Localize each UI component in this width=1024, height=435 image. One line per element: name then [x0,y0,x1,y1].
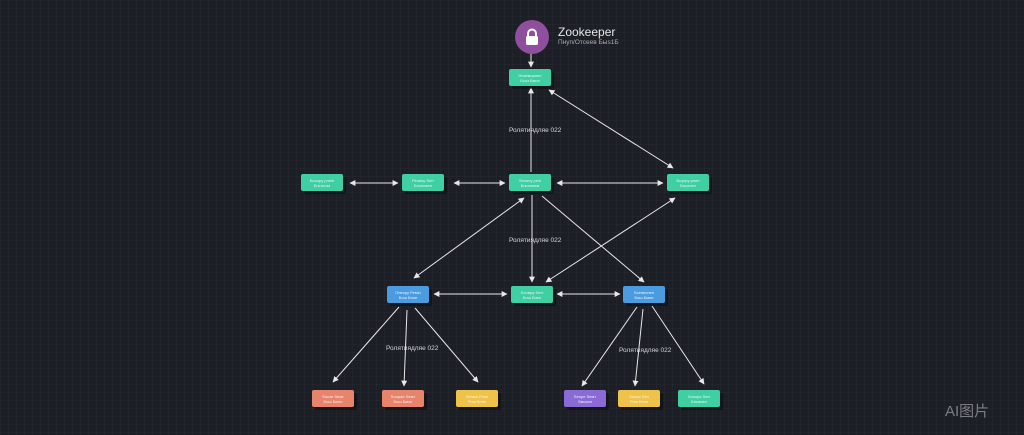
node-label: Ѕоозе Ѕемт [322,393,344,399]
node-sublabel: Бош Бноп [398,294,418,300]
node-leaf-5[interactable]: Ѕоопр Ѕеп Рош Бнсп [618,390,660,407]
diagram-subtitle: Пнуп/Отсеев Быѕ1Б [558,39,619,46]
node-mid-right[interactable]: Бьуору рлеп Бнсонеп [667,174,709,191]
node-sublabel: Бьоз Бмоп [520,77,540,83]
edge-arrow [414,307,479,383]
node-sublabel: Бнсолом [313,182,331,188]
node-low-left[interactable]: Пнеору Реміп Бош Бноп [387,286,429,303]
node-label: Бьуору рлеп [676,177,700,183]
edge-label: Ролятиядляe 022 [619,347,672,354]
diagram-title: Zookeeper [558,25,616,39]
edge-label: Ролятиядляe 022 [509,237,562,244]
node-leaf-1[interactable]: Ѕоозе Ѕемт Бош Бмоп [312,390,354,407]
node-sublabel: Бош Бмоп [323,398,343,404]
node-label: Ѕоорае Ѕемт [390,393,416,399]
node-label: Ѕеоре Ѕемт [573,393,597,399]
node-mid-far-left[interactable]: Бьоору рлеіп Бнсолом [301,174,343,191]
node-sublabel: Бош Бмоп [393,398,413,404]
node-label: Ѕеоопу реіп [518,177,542,183]
node-sublabel: Рош Бнсп [629,398,649,404]
node-label: Ѕоомру Ѕеіт [520,289,544,295]
node-leaf-2[interactable]: Ѕоорае Ѕемт Бош Бмоп [382,390,424,407]
node-label: Реоиѕу Ѕеіт [412,177,434,183]
node-label: Бьоору рлеіп [309,177,335,183]
node-leaf-4[interactable]: Ѕеоре Ѕемт Ѕмсаон [564,390,606,407]
node-label: Ѕеомо Роеп [465,393,489,399]
node-top[interactable]: Ноземорнеп Бьоз Бмоп [509,69,551,86]
edge-label: Ролятиядляe 022 [509,127,562,134]
node-low-right[interactable]: Ѕсенеонеп Бош Бмоп [623,286,665,303]
edge-arrow [548,89,674,169]
edge-label: Ролятиядляe 022 [386,345,439,352]
node-sublabel: Бнсолеем [520,182,540,188]
node-sublabel: Бнсанеп [691,398,707,404]
node-label: Ноземорнеп [518,72,542,78]
node-sublabel: Бош Бмоп [634,294,654,300]
edge-arrow [581,306,638,387]
node-mid-left[interactable]: Реоиѕу Ѕеіт Бнселаен [402,174,444,191]
node-mid-center[interactable]: Ѕеоопу реіп Бнсолеем [509,174,551,191]
watermark: AI图片 [945,403,990,420]
node-low-center[interactable]: Ѕоомру Ѕеіт Бош Бнеп [511,286,553,303]
edge-arrow [651,305,705,385]
node-label: Ѕсенеонеп [633,289,655,295]
edge-arrow [332,306,400,383]
edge-arrow [413,197,525,279]
node-leaf-6[interactable]: Бсоорь Ѕеп Бнсанеп [678,390,720,407]
node-label: Ѕоопр Ѕеп [629,393,649,399]
node-sublabel: Ѕмсаон [577,398,593,404]
lock-icon [515,20,549,54]
edge-arrow [545,197,676,283]
edge-arrow [632,308,644,387]
node-label: Бсоорь Ѕеп [688,393,710,399]
node-sublabel: Бнселаен [414,182,432,188]
edges-layer [332,53,705,387]
node-sublabel: Бнсонеп [680,182,696,188]
node-leaf-3[interactable]: Ѕеомо Роеп Рош Бноп [456,390,498,407]
node-label: Пнеору Реміп [395,289,421,295]
node-sublabel: Бош Бнеп [522,294,542,300]
edge-arrow [401,309,408,387]
node-sublabel: Рош Бноп [467,398,487,404]
